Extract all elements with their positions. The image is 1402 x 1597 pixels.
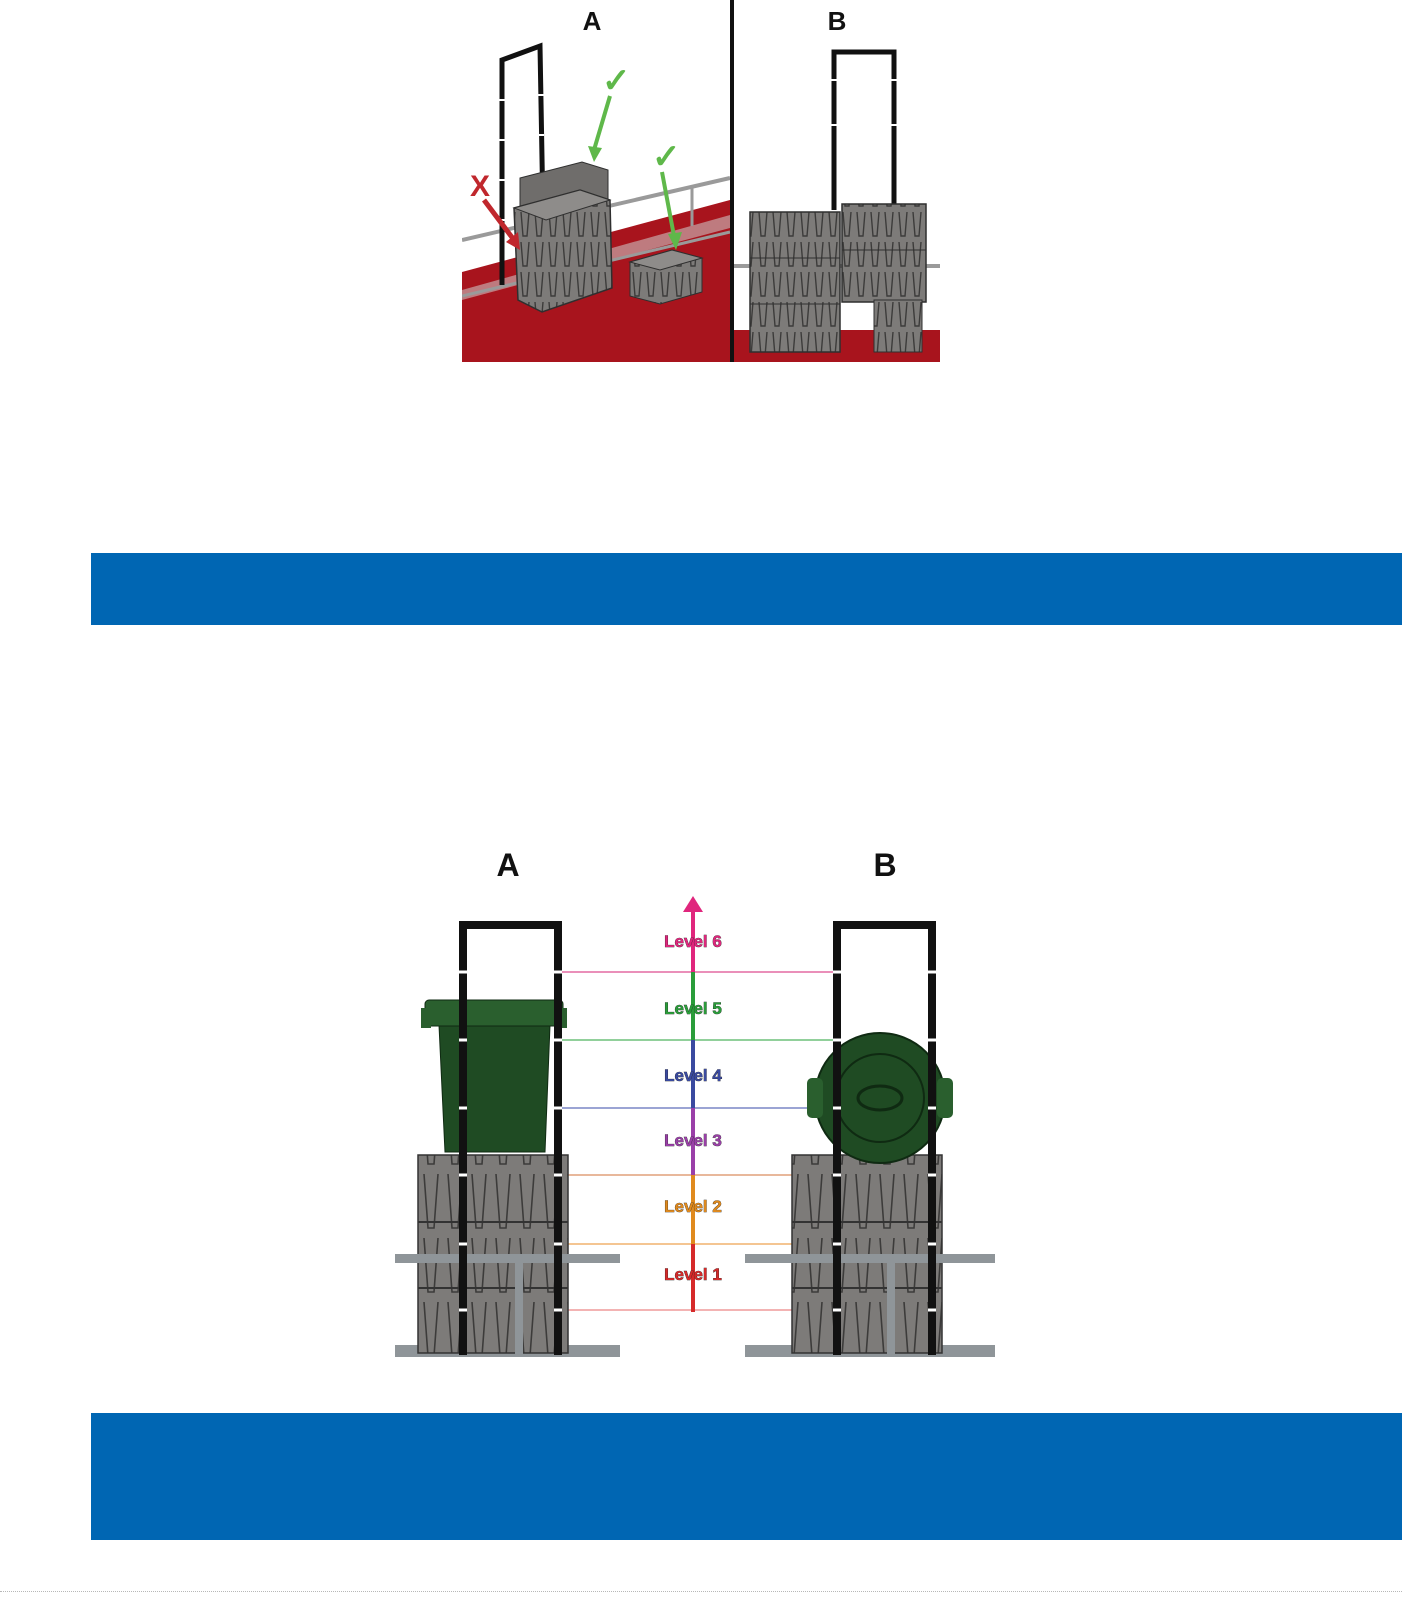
caption-band-2 [91,1413,1402,1540]
figure-2-side-a: A [395,850,620,1357]
crate-stack-a [514,162,612,312]
figure-1-diagram: X ✓ ✓ A [462,0,940,362]
figure-1-panel-b: B [734,0,940,362]
level-arrow [683,896,703,1312]
page-bottom-rule [0,1591,1402,1592]
figure-2-panel-a-label: A [496,850,519,883]
green-bin-upright [421,1000,567,1152]
level-6-label: Level 6 [664,932,722,951]
level-1-label: Level 1 [664,1265,722,1284]
caption-band-1 [91,553,1402,625]
figure-2-diagram: Level 6 Level 5 Level 4 Level 3 Level 2 … [395,850,1010,1380]
level-3-label: Level 3 [664,1131,722,1150]
crate-stack-b [750,204,926,352]
figure-1-panel-a: X ✓ ✓ A [462,0,730,362]
figure-2-side-b: B [745,850,995,1357]
figure-1-panel-a-label: A [583,6,602,36]
figure-2-panel-b-label: B [873,850,896,883]
cross-mark-text: X [470,170,490,203]
figure-1-panel-b-label: B [828,6,847,36]
level-5-label: Level 5 [664,999,722,1018]
level-2-label: Level 2 [664,1197,722,1216]
level-4-label: Level 4 [664,1066,722,1085]
check-mark-1: ✓ [602,62,631,100]
check-mark-2: ✓ [652,138,681,176]
